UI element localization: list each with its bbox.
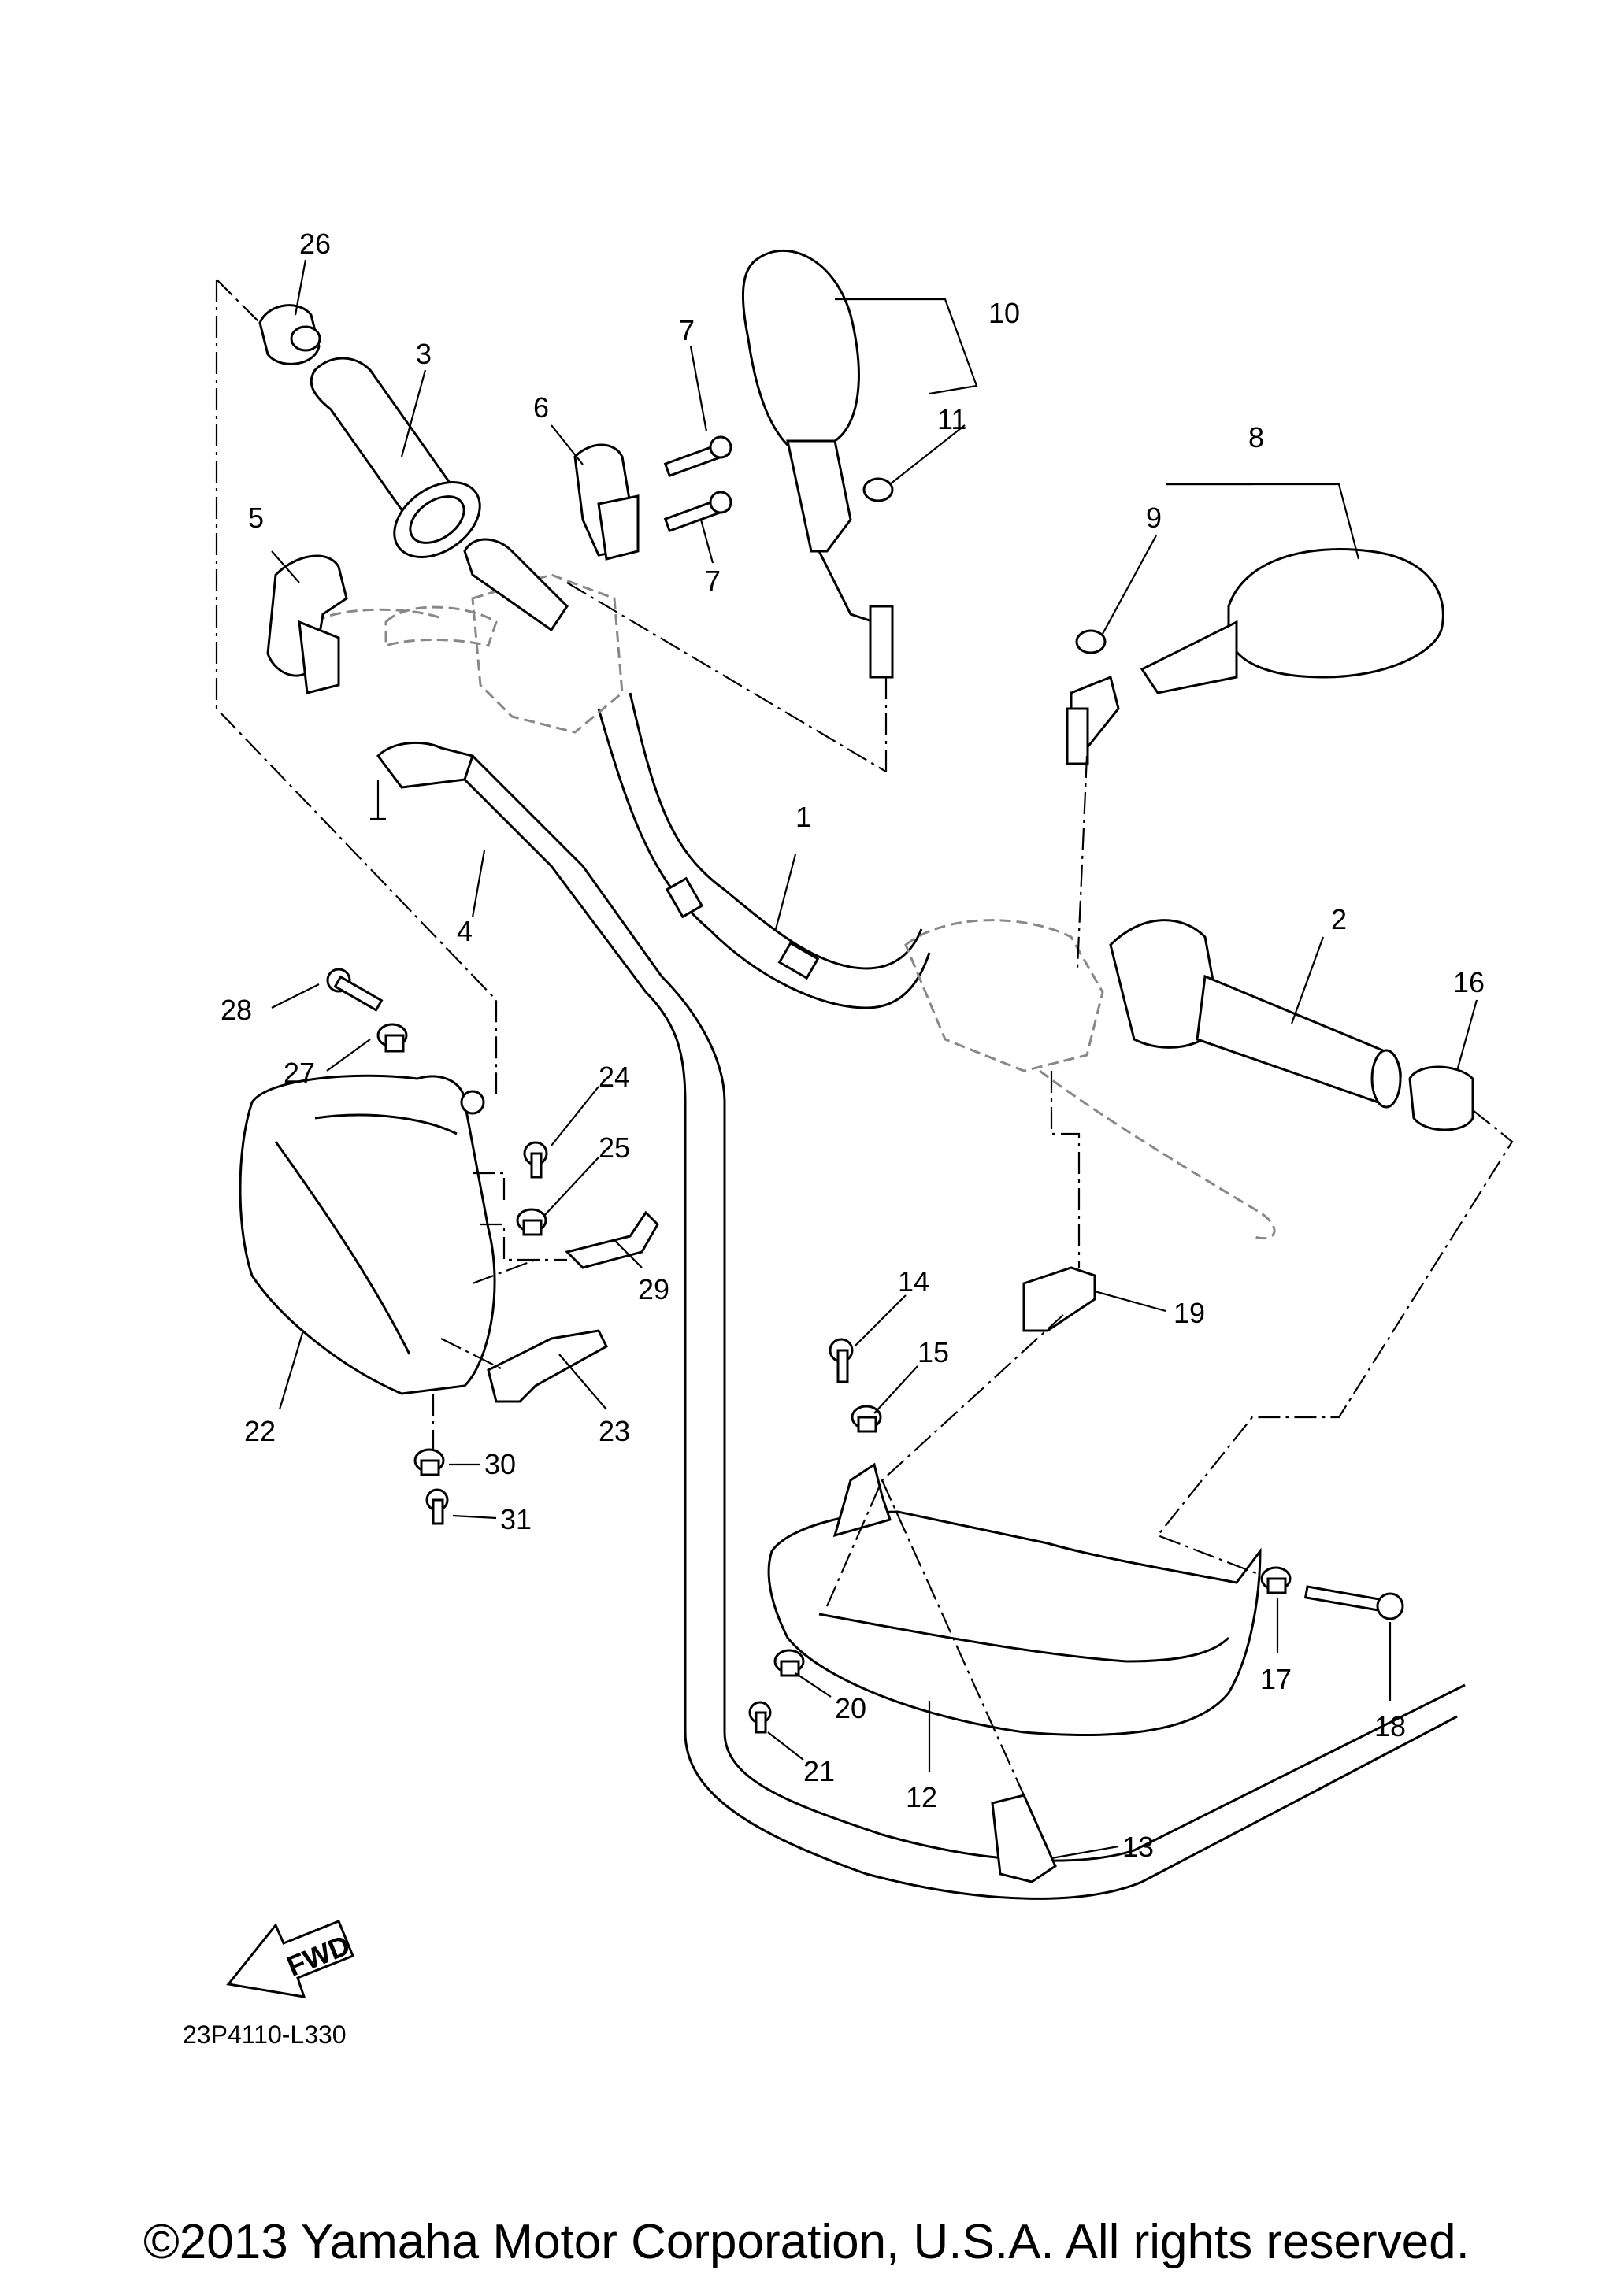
callout-16: 16 xyxy=(1453,966,1485,998)
callout-12: 12 xyxy=(906,1781,937,1813)
callout-6: 6 xyxy=(533,391,549,424)
collar-17 xyxy=(1260,1566,1292,1594)
callout-15: 15 xyxy=(918,1336,949,1368)
callout-17: 17 xyxy=(1260,1663,1292,1695)
callout-24: 24 xyxy=(599,1061,630,1093)
callout-5: 5 xyxy=(248,502,264,534)
callout-14: 14 xyxy=(898,1265,929,1298)
callout-8: 8 xyxy=(1248,421,1264,454)
collar-25 xyxy=(516,1208,547,1236)
copyright-notice: ©2013 Yamaha Motor Corporation, U.S.A. A… xyxy=(143,2215,1470,2269)
bracket-13 xyxy=(991,1794,1057,1883)
callout-31: 31 xyxy=(500,1503,532,1535)
callout-22: 22 xyxy=(244,1415,276,1447)
bracket-23 xyxy=(487,1329,608,1403)
collar-20 xyxy=(773,1649,805,1677)
collar-15 xyxy=(851,1405,882,1433)
callout-27: 27 xyxy=(284,1057,315,1089)
callout-20: 20 xyxy=(835,1692,866,1724)
callout-3: 3 xyxy=(416,338,432,370)
callout-7: 7 xyxy=(679,314,695,346)
callout-18: 18 xyxy=(1374,1710,1406,1742)
callout-23: 23 xyxy=(599,1415,630,1447)
handlebar xyxy=(597,692,931,1009)
hand-guard-right xyxy=(767,1462,1262,1736)
fwd-arrow: FWD xyxy=(226,1920,354,1998)
callout-11: 11 xyxy=(937,403,966,435)
callout-9: 9 xyxy=(1146,502,1162,534)
mirror-left xyxy=(742,250,894,679)
callout-10: 10 xyxy=(988,297,1020,329)
hand-guard-left xyxy=(239,1074,496,1395)
callout-4: 4 xyxy=(457,915,473,947)
callout-labels: 26 3 7 6 7 10 11 8 9 5 1 2 16 4 28 27 24… xyxy=(221,228,1485,1863)
throttle-cable xyxy=(370,741,1466,1900)
mirror-right xyxy=(1066,548,1444,765)
callout-30: 30 xyxy=(484,1448,516,1480)
diagram-code: 23P4110-L330 xyxy=(183,2020,347,2049)
screw-31 xyxy=(425,1488,449,1525)
callout-29: 29 xyxy=(638,1273,669,1305)
callout-7-lower: 7 xyxy=(705,565,721,597)
screw-24 xyxy=(523,1141,548,1179)
bracket-29 xyxy=(565,1210,659,1269)
callout-2: 2 xyxy=(1331,903,1347,935)
bracket-19 xyxy=(1022,1266,1096,1332)
right-switch-housing xyxy=(904,919,1276,1240)
left-switch-housing xyxy=(314,573,624,734)
holder-left xyxy=(266,554,348,694)
callout-21: 21 xyxy=(803,1755,835,1787)
mirror-cap-right xyxy=(1075,629,1107,654)
handlebar-grip-right xyxy=(1196,974,1402,1109)
screw-14 xyxy=(829,1338,854,1383)
grip-end-right xyxy=(1408,1065,1474,1131)
holder-right-clamp xyxy=(573,435,732,561)
throttle-grip xyxy=(310,357,569,632)
bolt-18 xyxy=(1303,1585,1404,1620)
collar-27 xyxy=(376,1023,408,1053)
callout-19: 19 xyxy=(1174,1297,1205,1329)
callout-28: 28 xyxy=(221,994,252,1026)
screw-21 xyxy=(748,1701,772,1734)
callout-25: 25 xyxy=(599,1131,630,1164)
bolt-28 xyxy=(326,968,384,1012)
callout-26: 26 xyxy=(299,228,331,260)
callout-13: 13 xyxy=(1122,1831,1154,1863)
callout-1: 1 xyxy=(795,801,811,833)
mirror-cap-left xyxy=(862,477,894,502)
hardware xyxy=(326,968,1404,1734)
collar-30 xyxy=(413,1448,445,1476)
grip-end-left xyxy=(258,304,321,365)
assembly-lines xyxy=(215,279,1514,1796)
leader-lines xyxy=(271,259,1478,1860)
